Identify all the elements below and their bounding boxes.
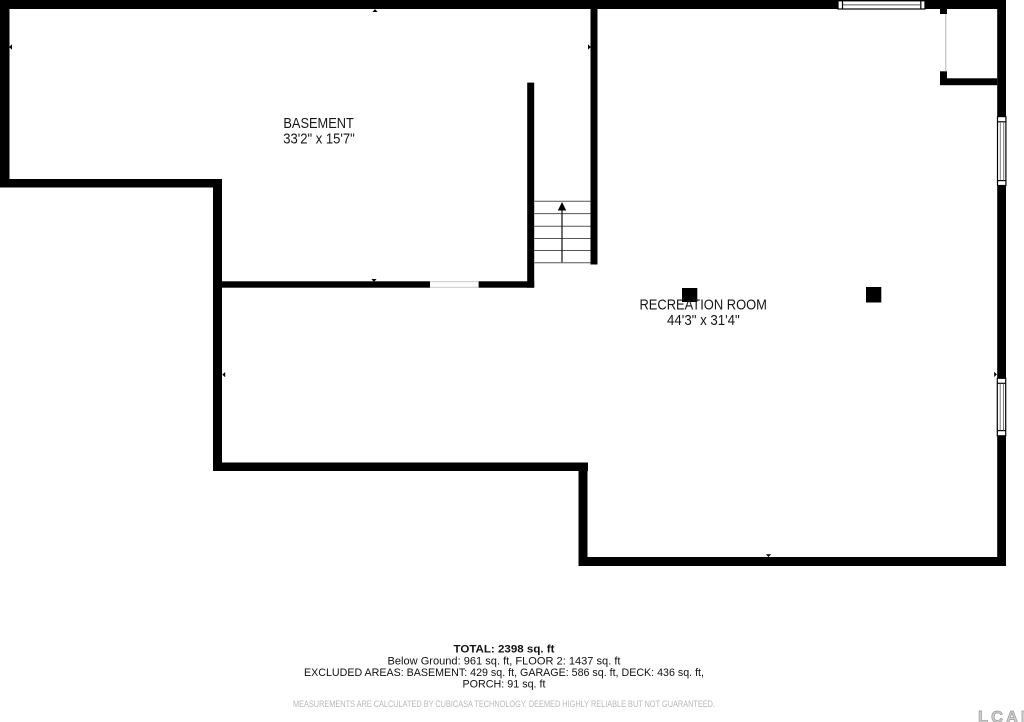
svg-text:33'2" x 15'7": 33'2" x 15'7" [283,132,355,148]
svg-text:TOTAL: 2398 sq. ft: TOTAL: 2398 sq. ft [454,644,555,656]
svg-text:PORCH: 91 sq. ft: PORCH: 91 sq. ft [463,678,546,690]
svg-text:44'3" x 31'4": 44'3" x 31'4" [667,313,740,329]
svg-text:LCAR: LCAR [978,709,1024,722]
svg-text:RECREATION ROOM: RECREATION ROOM [639,297,767,313]
svg-text:EXCLUDED AREAS: BASEMENT: 429: EXCLUDED AREAS: BASEMENT: 429 sq. ft, GA… [304,667,704,679]
svg-text:MEASUREMENTS ARE CALCULATED BY: MEASUREMENTS ARE CALCULATED BY CUBICASA … [293,699,715,709]
svg-text:BASEMENT: BASEMENT [283,116,354,132]
svg-text:Below Ground: 961 sq. ft, FLOO: Below Ground: 961 sq. ft, FLOOR 2: 1437 … [388,655,621,667]
